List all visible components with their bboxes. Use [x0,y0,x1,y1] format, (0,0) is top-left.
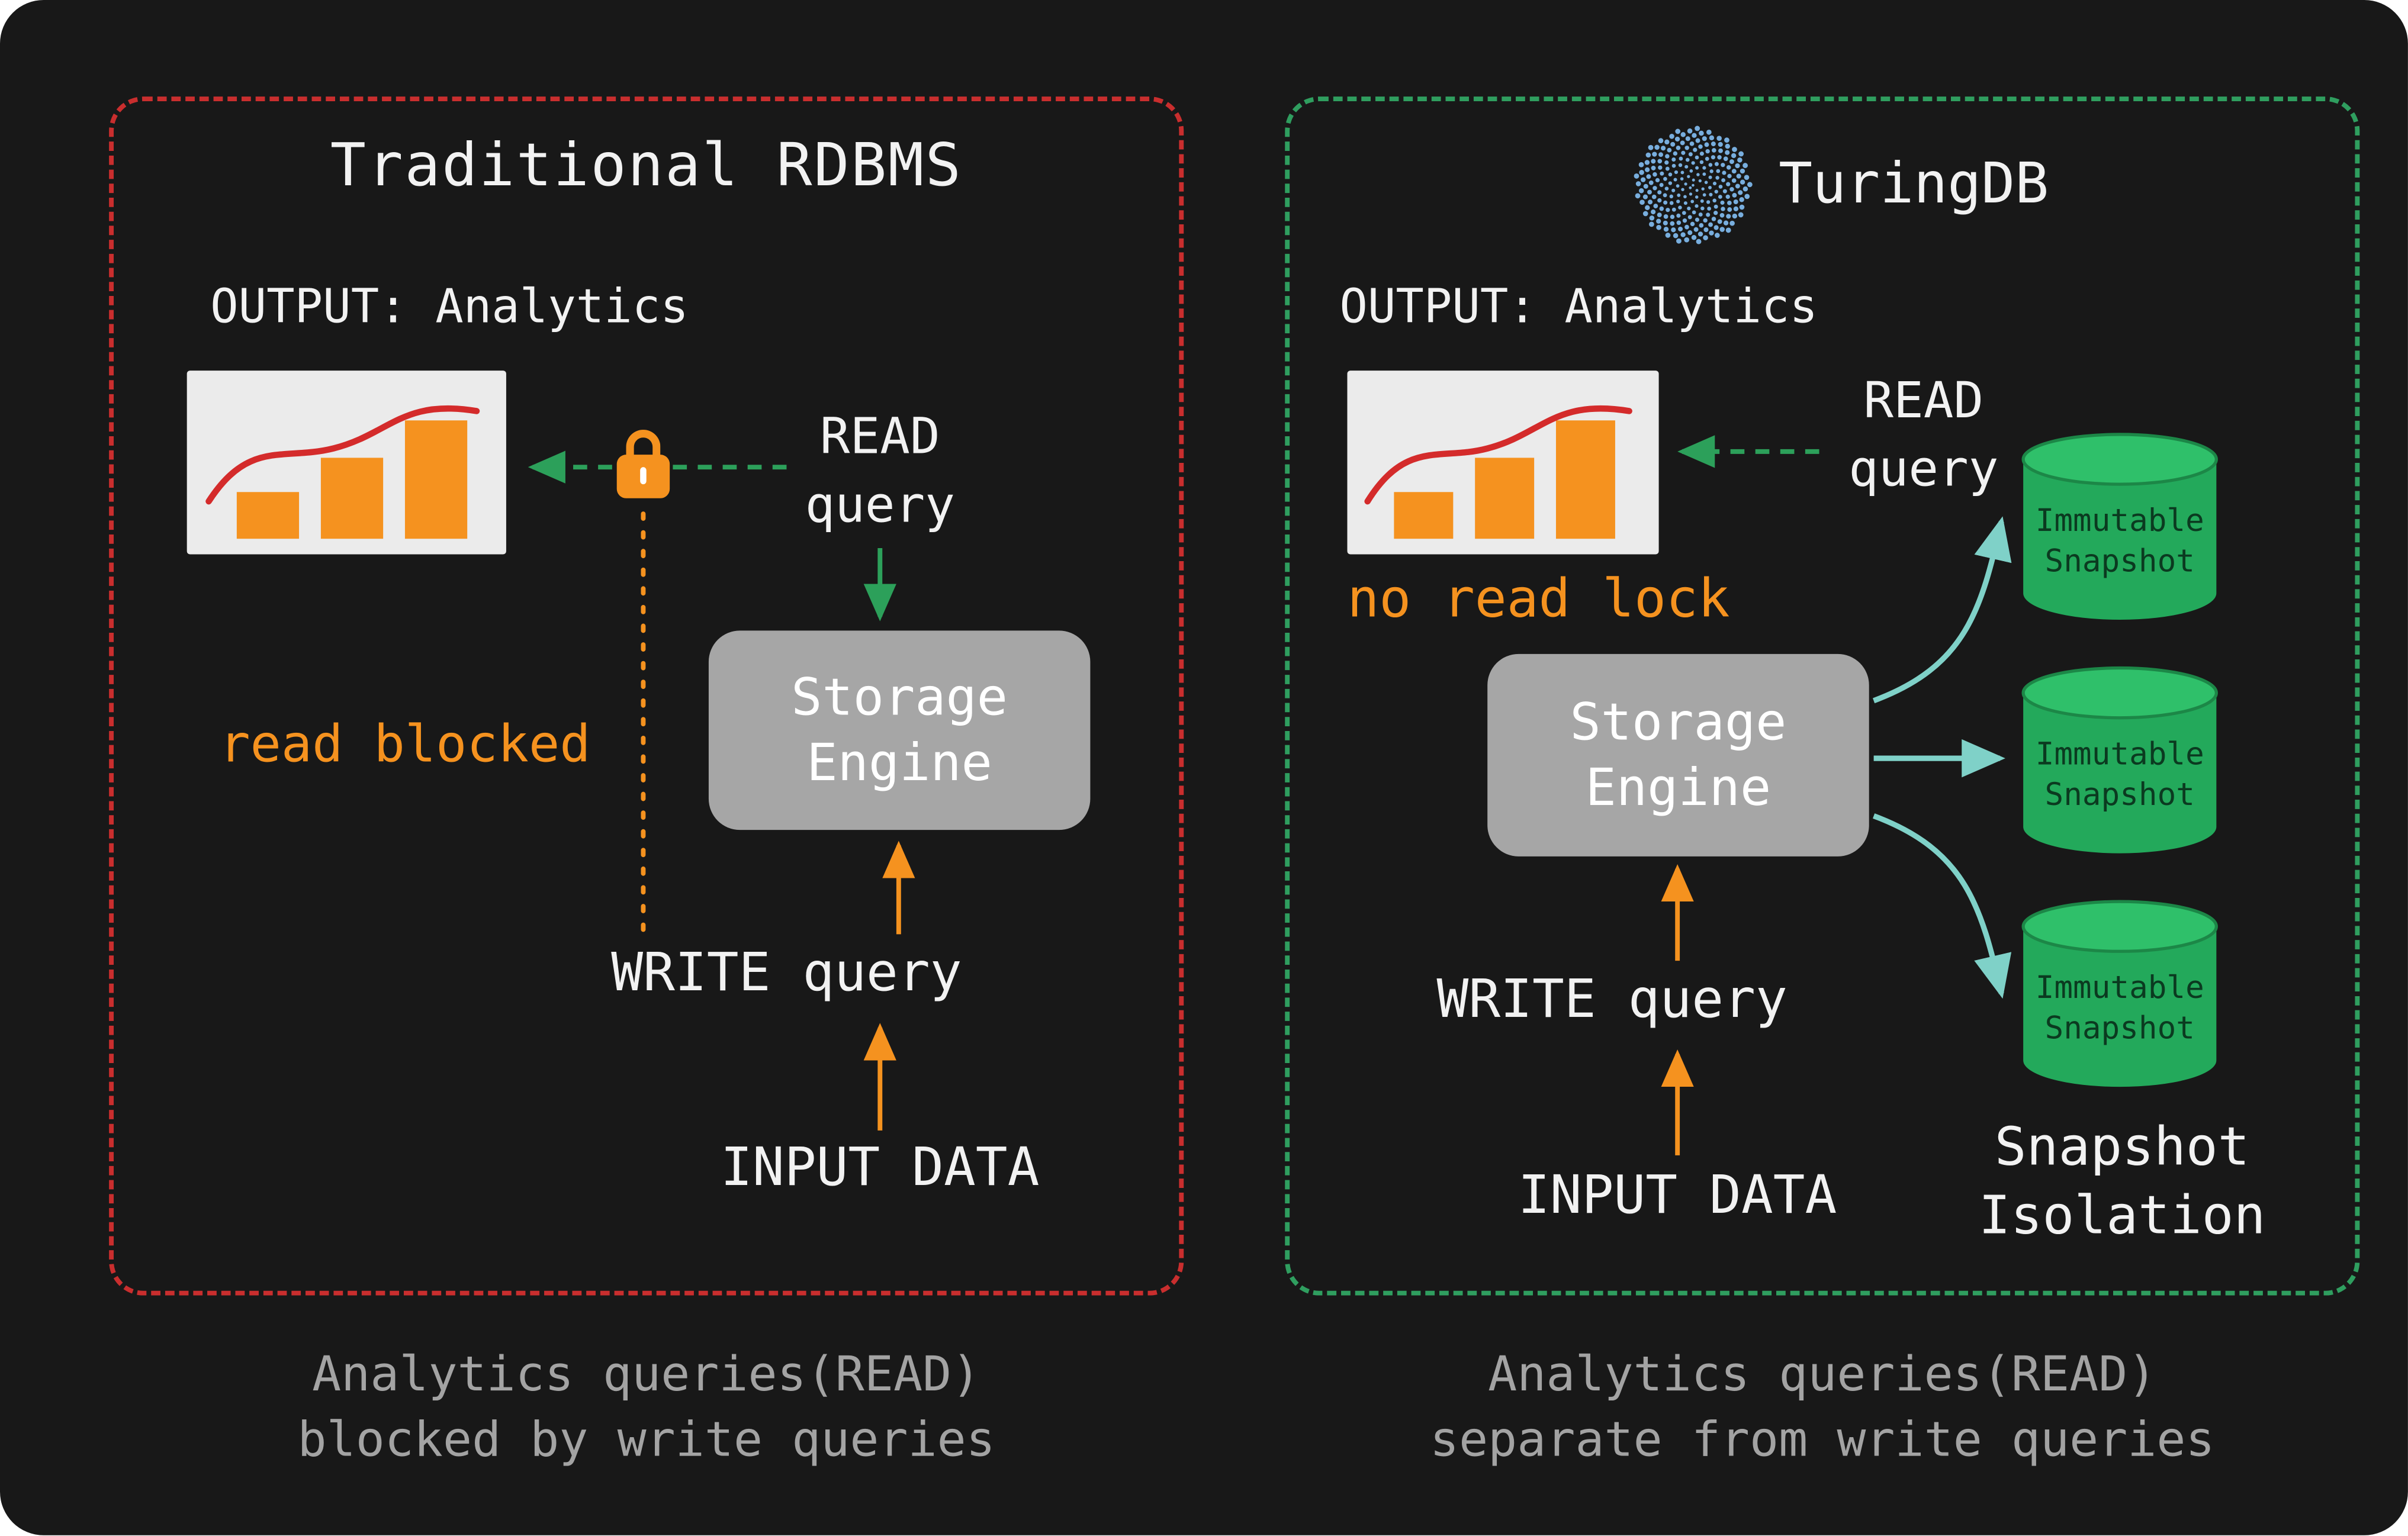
left-read-query-label: READ query [805,406,955,534]
analytics-chart-right [1347,371,1659,555]
bar-chart-icon [205,405,480,539]
lock-shackle [626,430,661,458]
left-panel-title: Traditional RDBMS [330,130,963,199]
immutable-snapshot-cylinder-1: Immutable Snapshot [2017,428,2223,627]
snapshot-label-2: Immutable Snapshot [2035,735,2204,813]
database-cylinder-icon [2021,433,2218,620]
traditional-rdbms-panel [109,96,1184,1296]
bar-chart-icon [1364,405,1632,539]
turingdb-logo-svg [1634,125,1753,244]
analytics-chart-left [187,371,506,555]
turingdb-brand: TuringDB [1779,152,2049,217]
read-lock-icon [616,430,670,501]
turingdb-logo [1632,124,1754,246]
right-caption-line2: separate from write queries [1429,1412,2215,1469]
left-caption-line1: Analytics queries(READ) [312,1347,981,1403]
left-write-query-label: WRITE query [611,942,962,1004]
right-output-label: OUTPUT: Analytics [1339,280,1818,335]
left-read-blocked-label: read blocked [219,713,591,774]
left-caption-line2: blocked by write queries [297,1412,995,1469]
right-input-data-label: INPUT DATA [1518,1164,1837,1227]
right-storage-engine-box: Storage Engine [1487,653,1869,856]
right-caption-line1: Analytics queries(READ) [1488,1347,2157,1403]
turingdb-panel [1285,96,2360,1296]
snapshot-isolation-label: Snapshot Isolation [1978,1116,2266,1248]
snapshot-label-1: Immutable Snapshot [2035,501,2204,579]
snapshot-label-3: Immutable Snapshot [2035,968,2204,1046]
left-storage-engine-box: Storage Engine [708,630,1091,830]
immutable-snapshot-cylinder-2: Immutable Snapshot [2017,662,2223,861]
right-read-query-label: READ query [1848,371,1999,498]
database-cylinder-icon [2021,666,2218,854]
database-cylinder-icon [2021,900,2218,1087]
no-read-lock-label: no read lock [1347,568,1730,631]
left-output-label: OUTPUT: Analytics [210,280,689,335]
right-write-query-label: WRITE query [1436,968,1787,1031]
immutable-snapshot-cylinder-3: Immutable Snapshot [2017,896,2223,1095]
lock-keyhole [640,467,647,485]
left-input-data-label: INPUT DATA [721,1136,1040,1199]
